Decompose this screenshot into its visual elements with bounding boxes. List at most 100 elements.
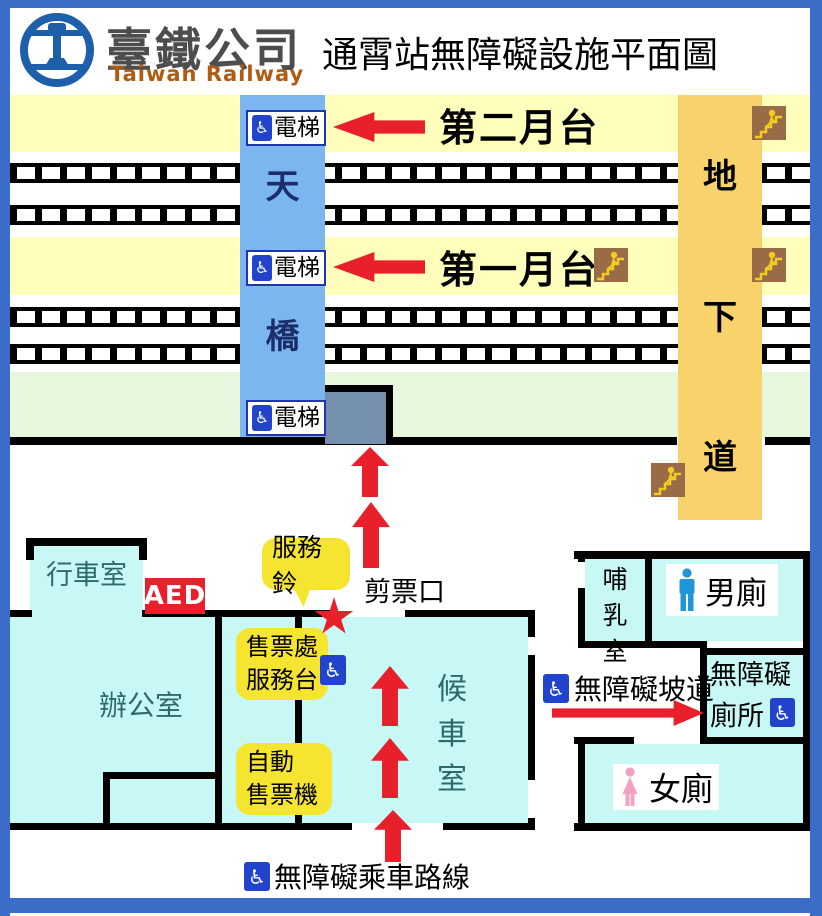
route-arrow-up (351, 447, 389, 497)
office-label: 辦公室 (98, 689, 183, 722)
mens-toilet-label: 男廁 (666, 564, 778, 616)
elevator-landing (325, 385, 393, 444)
route-arrow-up (352, 502, 390, 568)
elevator-label-text: 電梯 (274, 114, 320, 141)
route-legend: 無障礙乘車路線 (274, 861, 471, 894)
nursing-room-char: 室 (602, 637, 628, 666)
accessible-toilet-line2: 廁所 (710, 700, 764, 732)
wall (574, 737, 634, 744)
wall (26, 538, 147, 546)
wall (528, 610, 535, 637)
wall (574, 823, 810, 831)
wall (700, 648, 810, 655)
mens-toilet-text: 男廁 (705, 575, 767, 612)
wall (528, 655, 535, 780)
wall (10, 823, 352, 830)
stairs-icon (752, 248, 786, 282)
ticket-gate-label: 剪票口 (364, 576, 445, 608)
wheelchair-icon: ♿ (770, 698, 795, 727)
wall (10, 610, 32, 617)
wall (578, 588, 585, 648)
woman-icon (622, 767, 638, 806)
wall (215, 610, 222, 830)
elevator-label-concourse: ♿ 電梯 (246, 400, 326, 436)
wall (528, 818, 535, 830)
frame-left (0, 0, 10, 916)
service-bell-label: 服務鈴 (262, 533, 350, 598)
nursing-room-char: 乳 (602, 601, 628, 630)
concourse-strip (10, 372, 810, 437)
wall (139, 538, 147, 560)
wall (700, 737, 810, 744)
footbridge-char-2: 橋 (265, 316, 300, 357)
wall (578, 551, 585, 562)
wall (645, 641, 707, 648)
nursing-room (585, 559, 645, 641)
stairs-icon (594, 248, 628, 282)
wheelchair-icon: ♿ (244, 862, 270, 891)
elevator-label-text: 電梯 (274, 254, 320, 281)
wall (645, 551, 652, 648)
aed-badge: AED (144, 578, 205, 614)
wheelchair-icon: ♿ (252, 115, 272, 141)
office-room (10, 613, 222, 830)
nursing-room-char: 哺 (602, 565, 628, 594)
brand-title: 臺鐵公司 (106, 23, 302, 77)
wall (574, 551, 810, 559)
elevator-label-platform1: ♿ 電梯 (246, 250, 326, 286)
wheelchair-icon: ♿ (320, 655, 346, 685)
track-rail (10, 205, 810, 225)
wall (103, 772, 110, 830)
waiting-room-char: 候 (437, 672, 467, 707)
brand-subtitle: Taiwan Railway (110, 62, 305, 86)
wall (405, 610, 535, 617)
operation-room (30, 543, 143, 613)
waiting-room-char: 車 (437, 717, 467, 752)
wall (103, 772, 222, 779)
womens-toilet-label: 女廁 (613, 764, 719, 810)
elevator-label-platform2: ♿ 電梯 (246, 110, 326, 146)
waiting-room-char: 室 (437, 762, 467, 797)
frame-right (810, 0, 822, 916)
boundary-line (765, 437, 810, 445)
nursing-room-label: 哺 乳 室 (598, 560, 632, 666)
wheelchair-icon: ♿ (252, 405, 272, 431)
wall (700, 648, 707, 744)
wall (222, 610, 330, 617)
underpass-char-2: 下 (703, 297, 737, 338)
stairs-icon (752, 106, 786, 140)
wheelchair-icon: ♿ (252, 255, 272, 281)
wall (26, 538, 34, 560)
wall (578, 641, 652, 648)
ticket-office-label: 售票處 服務台 (236, 628, 328, 700)
womens-toilet-text: 女廁 (648, 770, 713, 808)
taiwan-railway-logo-icon (20, 13, 94, 87)
stairs-icon (651, 463, 685, 497)
wall (443, 823, 535, 830)
track-rail (10, 307, 810, 327)
underpass-char-1: 地 (703, 156, 737, 197)
ticket-machine-label: 自動 售票機 (236, 743, 332, 815)
operation-room-label: 行車室 (46, 559, 127, 591)
service-bell-text: 服務鈴 (272, 533, 323, 598)
ticket-office-line1: 售票處 (246, 633, 318, 661)
wheelchair-icon: ♿ (543, 674, 569, 703)
ticket-office-line2: 服務台 (246, 666, 318, 694)
waiting-room-label: 候 車 室 (434, 664, 470, 798)
ticket-machine-line2: 售票機 (246, 781, 318, 809)
elevator-label-text: 電梯 (274, 404, 320, 431)
platform1-label: 第一月台 (438, 247, 599, 292)
waiting-room (302, 617, 528, 823)
underpass-char-3: 道 (703, 437, 737, 478)
track-rail (10, 163, 810, 183)
footbridge-char-1: 天 (265, 166, 300, 207)
platform2-label: 第二月台 (438, 105, 599, 150)
underpass-strip (678, 95, 762, 520)
frame-top (0, 0, 822, 8)
wall (295, 617, 302, 830)
accessible-toilet-line1: 無障礙 (710, 659, 791, 691)
wall (803, 551, 810, 831)
frame-bottom (0, 898, 822, 913)
track-rail (10, 344, 810, 364)
